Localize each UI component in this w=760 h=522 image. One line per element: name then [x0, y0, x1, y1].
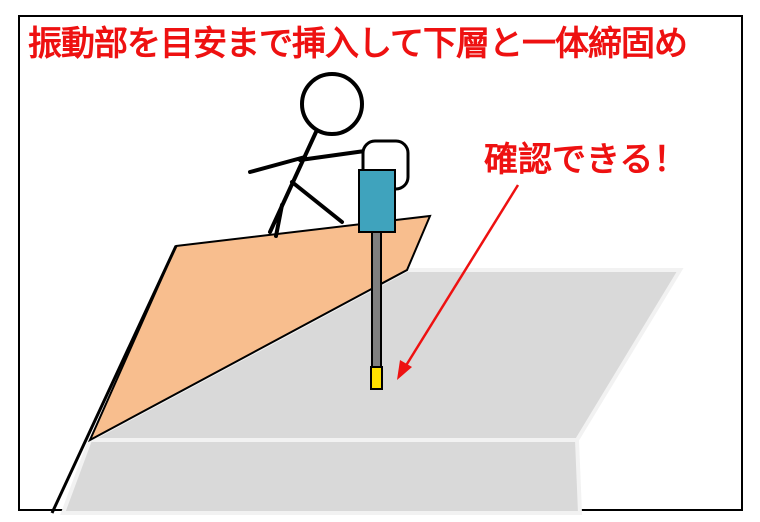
worker-figure-icon	[248, 72, 374, 238]
slope-edge-line	[50, 245, 178, 514]
embankment-slope	[87, 214, 432, 443]
arrow-icon	[397, 184, 520, 380]
callout-label: 確認できる！	[484, 140, 688, 180]
vibrator-tool-icon	[358, 139, 410, 390]
diagram-title: 振動部を目安まで挿入して下層と一体締固め	[28, 24, 688, 64]
lower-ground-slab	[60, 438, 583, 515]
